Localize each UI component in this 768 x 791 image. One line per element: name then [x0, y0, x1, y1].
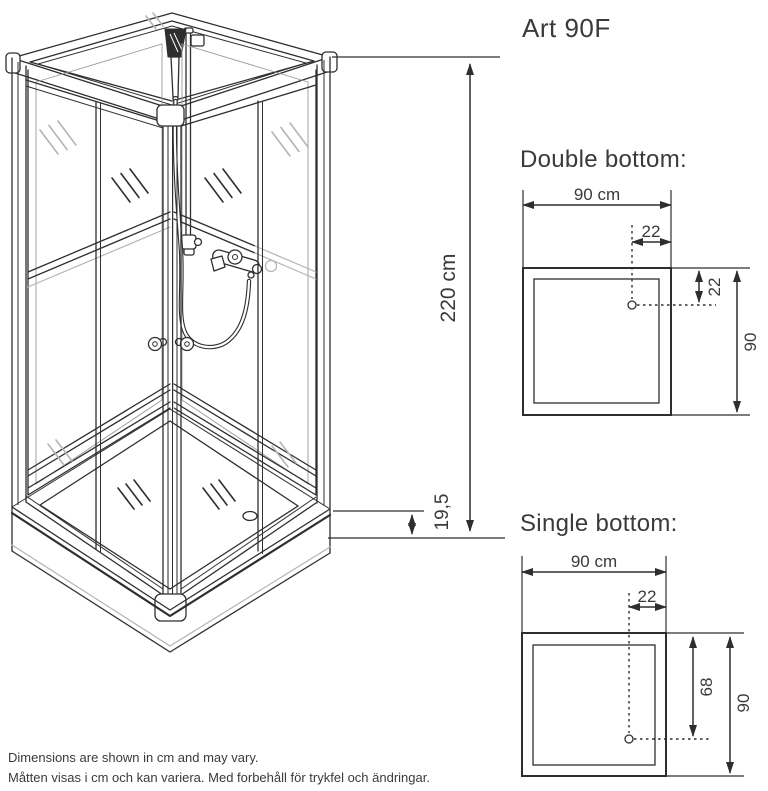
single-bottom-width-label: 90 cm [571, 552, 617, 571]
tray-height-dimension-label: 19,5 [432, 494, 453, 531]
shower-cabin-illustration [5, 12, 338, 653]
corner-posts [11, 56, 331, 509]
product-title: Art 90F [522, 13, 611, 43]
rail-holder-bracket [190, 34, 205, 47]
footer-disclaimer: Dimensions are shown in cm and may vary.… [8, 748, 430, 788]
double-bottom-depth-label: 90 [741, 333, 760, 352]
shower-column [164, 27, 205, 407]
single-bottom-diagram: Single bottom: 90 cm 22 68 90 [520, 510, 753, 777]
single-bottom-tray-outline [521, 632, 667, 777]
double-bottom-width-label: 90 cm [574, 185, 620, 204]
double-bottom-drain [627, 300, 637, 310]
single-bottom-heading: Single bottom: [520, 510, 678, 537]
hand-shower-handle [170, 56, 180, 98]
height-dimension-label: 220 cm [437, 254, 460, 323]
disclaimer-swedish: Måtten visas i cm och kan variera. Med f… [8, 770, 430, 785]
shower-tray [10, 408, 332, 653]
single-bottom-drain [624, 734, 634, 744]
double-bottom-heading: Double bottom: [520, 146, 687, 173]
single-bottom-depth-label: 90 [734, 694, 753, 713]
double-bottom-offset-side-label: 22 [705, 278, 724, 297]
right-door-knob [179, 336, 195, 352]
disclaimer-english: Dimensions are shown in cm and may vary. [8, 750, 259, 765]
back-right-wall [173, 43, 317, 496]
double-bottom-offset-top-label: 22 [642, 222, 661, 241]
hose-connector [247, 271, 255, 279]
rail-slider [180, 234, 197, 250]
mixer-knob [227, 249, 243, 265]
height-dimension: 220 cm [328, 56, 505, 539]
drain [242, 510, 258, 522]
front-right-door [174, 84, 317, 596]
single-bottom-offset-side-label: 68 [697, 678, 716, 697]
left-door-knob [147, 336, 163, 352]
glass-reflections [39, 12, 309, 510]
tray-height-dimension: 19,5 [333, 494, 453, 535]
single-bottom-offset-top-label: 22 [638, 587, 657, 606]
diverter-knob [210, 255, 226, 272]
front-left-door [25, 79, 168, 596]
double-bottom-tray-outline [522, 267, 672, 416]
shower-mixer [210, 249, 263, 279]
back-left-wall [27, 43, 171, 496]
front-corner-post [154, 104, 187, 622]
double-bottom-diagram: Double bottom: 90 cm 22 22 90 [520, 146, 760, 416]
hand-shower-head [164, 28, 187, 58]
